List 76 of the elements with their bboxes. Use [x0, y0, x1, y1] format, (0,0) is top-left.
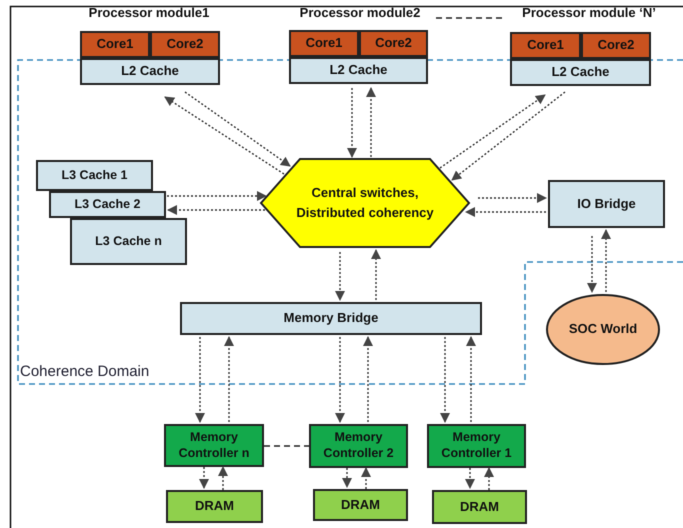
- core-label: Core1: [96, 36, 134, 53]
- arrow: [164, 96, 284, 175]
- arrow: [371, 249, 381, 300]
- cache-label: L2 Cache: [121, 63, 179, 80]
- cache-box: [70, 218, 187, 265]
- arrow: [342, 468, 352, 488]
- module-heading: Processor module ‘N’: [522, 5, 656, 22]
- core-label: Core2: [166, 36, 204, 53]
- arrow: [466, 336, 476, 422]
- arrow: [478, 193, 547, 203]
- arrow: [347, 88, 357, 158]
- arrow: [199, 467, 209, 489]
- arrow: [440, 94, 546, 169]
- arrow: [224, 336, 234, 422]
- arrow: [363, 336, 373, 422]
- module-heading: Processor module1: [88, 5, 210, 22]
- arrow: [167, 191, 267, 201]
- arrow: [451, 91, 566, 181]
- arrow: [335, 252, 345, 301]
- arrow: [366, 87, 376, 157]
- dram-label: DRAM: [460, 498, 499, 516]
- arrow: [440, 337, 450, 423]
- core-box: [359, 30, 428, 57]
- bridge-box: [180, 302, 482, 335]
- dram-box: [166, 490, 263, 523]
- arrow: [184, 91, 291, 167]
- cache-label: L3 Cache n: [95, 233, 162, 250]
- module-heading: Processor module2: [300, 5, 420, 22]
- controller-label: Memory Controller 2: [322, 430, 395, 462]
- bridge-box: [548, 180, 665, 228]
- core-label: Core1: [527, 37, 564, 54]
- cache-label: L3 Cache 1: [61, 167, 128, 184]
- switch-label: Central switches, Distributed coherency: [295, 184, 435, 222]
- cache-box: [36, 160, 153, 191]
- core-label: Core2: [375, 35, 412, 52]
- core-box: [289, 30, 359, 57]
- arrow: [601, 229, 611, 292]
- arrow: [361, 467, 371, 489]
- connector-line: [264, 445, 309, 447]
- bridge-label: Memory Bridge: [284, 310, 378, 327]
- controller-label: Memory Controller 1: [440, 430, 513, 462]
- cache-label: L2 Cache: [330, 62, 388, 79]
- bridge-label: IO Bridge: [577, 196, 636, 212]
- arrow: [587, 236, 597, 293]
- core-box: [510, 32, 581, 59]
- world-label: SOC World: [568, 321, 638, 338]
- arrow: [465, 207, 546, 217]
- dram-label: DRAM: [195, 498, 234, 515]
- arrow: [167, 205, 265, 215]
- core-box: [80, 31, 150, 58]
- core-box: [150, 31, 220, 58]
- core-label: Core1: [306, 35, 342, 52]
- coherence-domain-region: [17, 59, 683, 385]
- switch-hexagon: [260, 158, 470, 248]
- arrow: [195, 337, 205, 423]
- arrow: [465, 468, 475, 489]
- controller-box: [427, 424, 526, 468]
- dram-label: DRAM: [341, 496, 380, 514]
- core-box: [581, 32, 651, 59]
- cache-box: [289, 57, 428, 84]
- cache-box: [510, 59, 651, 86]
- connector-line: [436, 17, 504, 19]
- cache-label: L3 Cache 2: [74, 196, 140, 213]
- region-label: Coherence Domain: [20, 362, 150, 382]
- controller-box: [309, 424, 408, 468]
- cache-label: L2 Cache: [552, 64, 610, 81]
- cache-box: [80, 58, 220, 85]
- cache-box: [49, 191, 166, 218]
- core-label: Core2: [598, 37, 634, 54]
- dram-box: [313, 489, 408, 521]
- controller-label: Memory Controller n: [178, 430, 250, 462]
- dram-box: [432, 490, 527, 524]
- controller-box: [164, 424, 264, 467]
- arrow: [484, 467, 494, 490]
- arrow: [335, 337, 345, 423]
- arrow: [218, 466, 228, 490]
